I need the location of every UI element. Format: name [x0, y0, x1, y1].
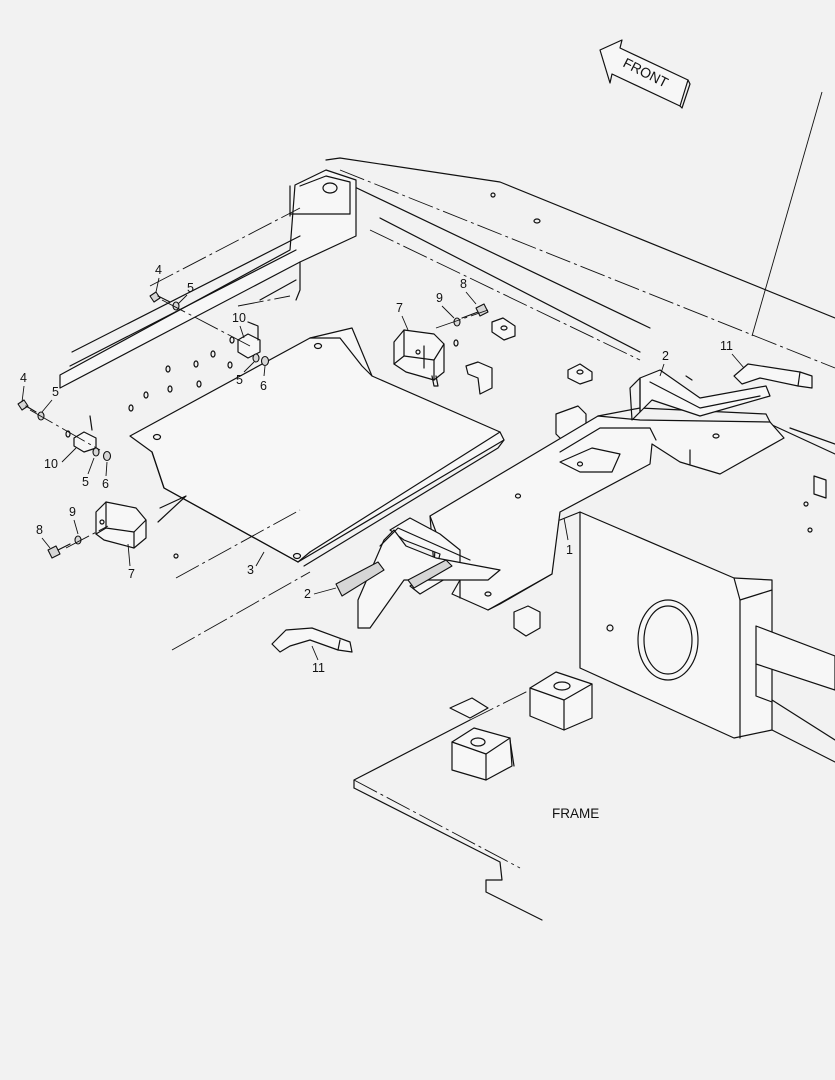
frame-label: FRAME [552, 806, 599, 821]
callout-5-lower-left: 5 [52, 385, 59, 399]
nut-part-6-upper [260, 355, 270, 367]
support-block-part-7-lower [95, 501, 147, 549]
frame-lower-block [559, 511, 835, 763]
nut-part-6-lower [102, 450, 112, 462]
callout-2-upper: 2 [662, 349, 669, 363]
callout-5-lower: 5 [82, 475, 89, 489]
callout-9-lower: 9 [69, 505, 76, 519]
bolt-part-8-lower [47, 543, 71, 559]
frame-clips [465, 317, 593, 637]
frame-body [59, 157, 835, 533]
callout-6-upper: 6 [260, 379, 267, 393]
seal-strip-part-2-upper [629, 369, 771, 421]
bolt-part-4-upper [149, 291, 171, 303]
callout-4-lower: 4 [20, 371, 27, 385]
rubber-pad-part-11-right [733, 363, 813, 389]
rubber-pad-part-11-left [271, 627, 353, 653]
callout-2-lower: 2 [304, 587, 311, 601]
assembly-center-lines [29, 295, 489, 651]
frame-base-outline: FRAME [353, 671, 599, 921]
cover-plate-part-3 [129, 327, 505, 567]
callout-5-upper: 5 [187, 281, 194, 295]
callout-4-upper: 4 [155, 263, 162, 277]
callout-8-upper: 8 [460, 277, 467, 291]
callout-group: 4 5 10 5 6 7 9 8 2 11 4 5 10 [20, 263, 745, 675]
callout-10-upper: 10 [232, 311, 246, 325]
washer-part-5-mid [252, 353, 260, 363]
callout-9-upper: 9 [436, 291, 443, 305]
callout-6-lower: 6 [102, 477, 109, 491]
bracket-part-10-upper [229, 321, 261, 359]
bolt-part-4-lower [17, 399, 37, 413]
support-block-part-7-upper [393, 329, 445, 387]
callout-11-lower: 11 [312, 661, 325, 675]
callout-5-mid: 5 [236, 373, 243, 387]
leader-line-long [751, 91, 823, 337]
callout-1: 1 [566, 543, 573, 557]
bracket-part-10-lower [65, 415, 97, 453]
callout-7-lower: 7 [128, 567, 135, 581]
callout-8-lower: 8 [36, 523, 43, 537]
callout-11-upper: 11 [720, 339, 733, 353]
front-arrow: FRONT [599, 39, 691, 109]
washer-part-9-upper [453, 317, 461, 327]
callout-10-lower: 10 [44, 457, 58, 471]
callout-3: 3 [247, 563, 254, 577]
seal-strip-part-2-lower [335, 517, 501, 629]
callout-7-upper: 7 [396, 301, 403, 315]
